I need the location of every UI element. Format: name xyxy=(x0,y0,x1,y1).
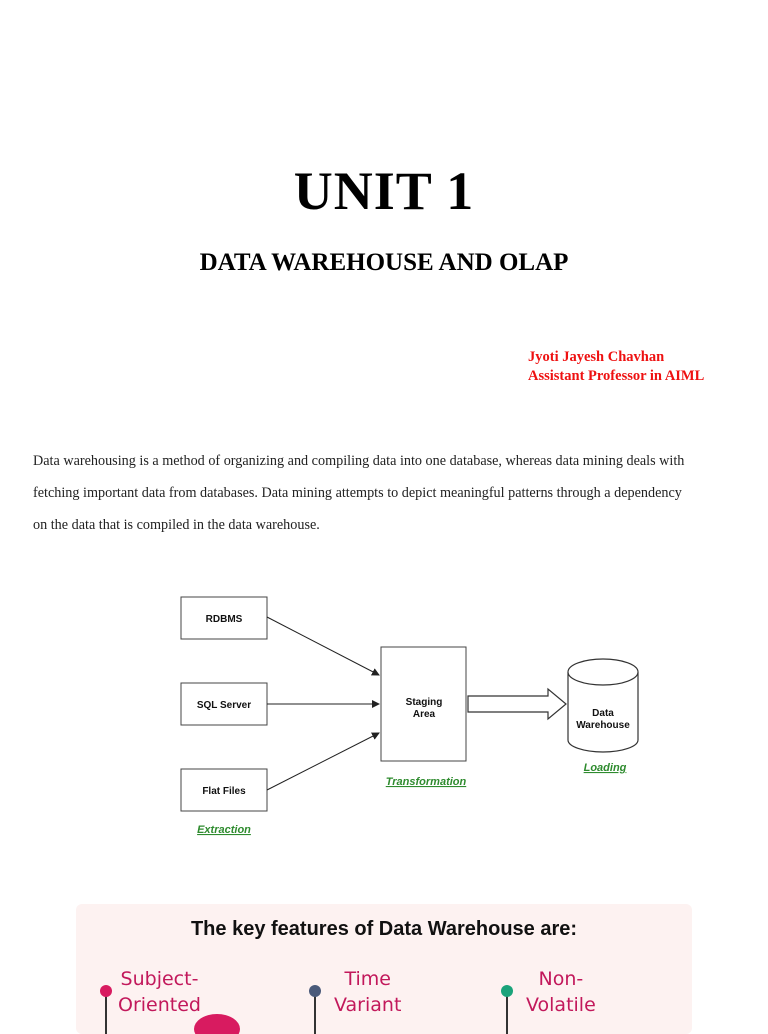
source-label-sql-server: SQL Server xyxy=(197,700,251,711)
source-box-sql-server xyxy=(180,682,268,726)
staging-area-box xyxy=(380,646,467,762)
author-role: Assistant Professor in AIML xyxy=(528,368,705,384)
feature-subject-oriented: Subject- Oriented xyxy=(118,968,201,1016)
staging-label-line: Staging xyxy=(406,697,443,708)
author-name: Jyoti Jayesh Chavhan xyxy=(528,349,665,365)
block-arrow-to-warehouse xyxy=(467,687,567,721)
arrow-rdbms-to-staging xyxy=(266,616,380,676)
feature-decorative-blob xyxy=(194,1014,240,1034)
source-label-rdbms: RDBMS xyxy=(206,614,243,625)
feature-time-variant: Time Variant xyxy=(334,968,402,1016)
unit-title: UNIT 1 xyxy=(293,161,475,221)
intro-line: Data warehousing is a method of organizi… xyxy=(33,453,685,469)
arrow-flat-to-staging xyxy=(266,732,380,791)
warehouse-label-line: Data xyxy=(592,708,614,719)
etl-diagram: RDBMS SQL Server Flat Files Staging Area… xyxy=(180,596,639,836)
intro-paragraph: Data warehousing is a method of organizi… xyxy=(33,445,733,541)
staging-label-line: Area xyxy=(413,709,436,720)
source-label-flat-files: Flat Files xyxy=(202,786,246,797)
feature-dot-time-variant xyxy=(309,985,321,997)
unit-subtitle: DATA WAREHOUSE AND OLAP xyxy=(199,249,569,276)
label-transformation: Transformation xyxy=(386,776,467,788)
feature-non-volatile: Non- Volatile xyxy=(526,968,596,1016)
author-block: Jyoti Jayesh Chavhan Assistant Professor… xyxy=(528,348,704,386)
feature-dot-subject-oriented xyxy=(100,985,112,997)
warehouse-cylinder xyxy=(567,672,639,753)
intro-line: on the data that is compiled in the data… xyxy=(33,517,320,533)
warehouse-cylinder-top xyxy=(567,658,639,686)
features-title: The key features of Data Warehouse are: xyxy=(190,918,578,940)
label-extraction: Extraction xyxy=(197,824,251,836)
warehouse-label-line: Warehouse xyxy=(576,720,630,731)
feature-stem xyxy=(314,994,316,1034)
feature-stem xyxy=(506,994,508,1034)
feature-stem xyxy=(105,994,107,1034)
source-box-rdbms xyxy=(180,596,268,640)
intro-line: fetching important data from databases. … xyxy=(33,485,682,501)
label-loading: Loading xyxy=(584,762,627,774)
key-features-panel: The key features of Data Warehouse are: … xyxy=(76,904,692,1034)
feature-dot-non-volatile xyxy=(501,985,513,997)
source-box-flat-files xyxy=(180,768,268,812)
